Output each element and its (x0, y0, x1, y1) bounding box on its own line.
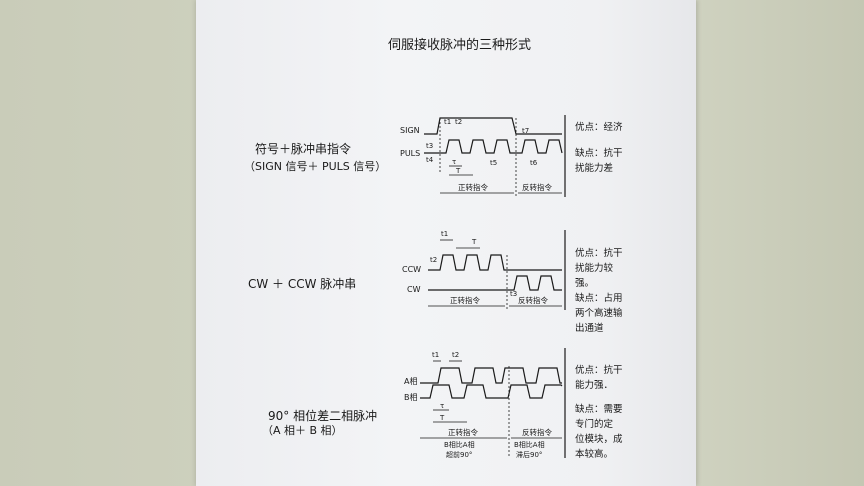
row3-signal-b: B相 (404, 392, 418, 402)
row1-forward-label: 正转指令 (458, 182, 488, 192)
puls-waveform (424, 139, 563, 154)
row1-note-2: 扰能力差 (575, 163, 614, 174)
row2-note-0: 优点：抗干 (575, 248, 623, 259)
row3-reverse-label: 反转指令 (522, 427, 552, 437)
row3-forward-sub-2: 超前90° (446, 450, 472, 459)
row2-note-1: 扰能力较 (575, 263, 614, 274)
row3-label-line1: 90° 相位差二相脉冲 (268, 409, 378, 423)
a-phase-waveform (420, 367, 562, 384)
row1-mark-t5: t5 (490, 159, 497, 167)
row1-mark-t4: t4 (426, 156, 434, 164)
row2-signal-b: CW (407, 285, 421, 294)
row2-note-4: 两个高速输 (575, 308, 623, 319)
row2-signal-a: CCW (402, 265, 421, 274)
row3-note-4: 位模块，成 (575, 434, 623, 445)
row3-forward-sub-1: B相比A相 (444, 440, 475, 449)
row1-note-1: 缺点：抗干 (575, 148, 623, 159)
row3-note-2: 缺点：需要 (575, 404, 623, 415)
row2-mark-t1: t1 (441, 230, 448, 238)
row1-diagram: SIGN PULS t1 t2 t3 t4 t5 t6 t7 τ T 正转指令 … (400, 117, 563, 197)
row1-mark-t3: t3 (426, 142, 433, 150)
cw-waveform (428, 275, 562, 291)
row2-note-2: 强。 (575, 278, 595, 289)
b-phase-waveform (420, 384, 563, 399)
row2-mark-t2: t2 (430, 256, 437, 264)
paper-sheet (196, 0, 696, 486)
row3-mark-tau: τ (440, 402, 444, 410)
row2-note-3: 缺点：占用 (575, 293, 623, 304)
row2-mark-t3: t3 (510, 290, 517, 298)
row1-note-0: 优点：经济 (575, 122, 623, 133)
row1-label-line1: 符号＋脉冲串指令 (255, 142, 352, 156)
row3-label-line2: （A 相＋ B 相） (262, 424, 343, 437)
row1-mark-tau: τ (452, 158, 456, 166)
page-title: 伺服接收脉冲的三种形式 (388, 38, 532, 53)
row2-label: CW ＋ CCW 脉冲串 (248, 277, 357, 291)
row2-note-5: 出通道 (575, 323, 604, 334)
row2-diagram: CCW CW t1 T t2 t3 正转指令 反转指令 (402, 230, 562, 310)
row3-note-3: 专门的定 (575, 419, 614, 430)
wall-background (694, 0, 864, 486)
row3-note-5: 本较高。 (575, 449, 614, 460)
row2-forward-label: 正转指令 (450, 295, 480, 305)
row3-reverse-sub-1: B相比A相 (514, 440, 545, 449)
row1-mark-t6: t6 (530, 159, 538, 167)
row3-notes: 优点：抗干 能力强． 缺点：需要 专门的定 位模块，成 本较高。 (575, 363, 623, 462)
row3-mark-t2: t2 (452, 351, 459, 359)
row1-mark-t7: t7 (522, 127, 529, 135)
row1-signal-a: SIGN (400, 126, 420, 135)
row1-mark-t2: t2 (455, 118, 462, 126)
row3-mark-t1: t1 (432, 351, 439, 359)
row3-mark-T: T (439, 414, 445, 422)
row2-notes: 优点：抗干 扰能力较 强。 缺点：占用 两个高速输 出通道 (575, 246, 623, 336)
row1-label-line2: （SIGN 信号＋ PULS 信号） (244, 160, 387, 173)
sign-waveform (424, 117, 562, 135)
row3-forward-label: 正转指令 (448, 427, 478, 437)
row3-diagram: A相 B相 t1 t2 τ T 正转指令 反转指令 B相比A相 超前90° B相… (404, 351, 563, 459)
row1-mark-t1: t1 (444, 118, 451, 126)
row1-signal-b: PULS (400, 149, 420, 158)
ccw-waveform (428, 254, 562, 271)
row2-reverse-label: 反转指令 (518, 295, 548, 305)
row1-reverse-label: 反转指令 (522, 182, 552, 192)
row1-notes: 优点：经济 缺点：抗干 扰能力差 (575, 120, 623, 176)
row3-note-0: 优点：抗干 (575, 365, 623, 376)
row1-mark-T: T (455, 167, 461, 175)
row3-reverse-sub-2: 滞后90° (516, 450, 542, 459)
row3-signal-a: A相 (404, 376, 417, 386)
row3-note-1: 能力强． (575, 380, 614, 391)
row2-mark-T: T (471, 238, 477, 246)
